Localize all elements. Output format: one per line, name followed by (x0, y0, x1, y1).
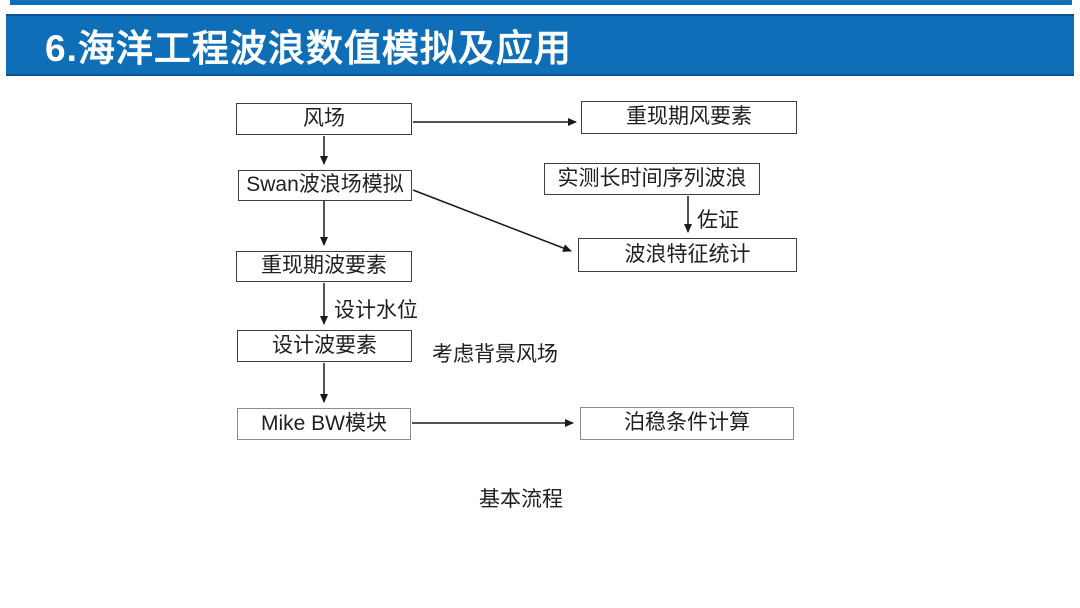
label-background-wind: 考虑背景风场 (432, 343, 558, 366)
flowchart-box-swan-wave-simulation: Swan波浪场模拟 (238, 170, 412, 201)
flowchart-box-measured-wave-series: 实测长时间序列波浪 (544, 163, 760, 195)
top-accent-line (10, 0, 1072, 5)
label-corroboration: 佐证 (697, 209, 739, 232)
flowchart-box-design-wave: 设计波要素 (237, 330, 412, 362)
arrow-swan-to-wavestats (412, 189, 572, 252)
flowchart-box-mike-bw-module: Mike BW模块 (237, 408, 411, 440)
diagram-caption: 基本流程 (479, 488, 563, 511)
slide-title: 6.海洋工程波浪数值模拟及应用 (45, 28, 572, 69)
slide-header: 6.海洋工程波浪数值模拟及应用 (6, 14, 1074, 76)
label-design-water-level: 设计水位 (334, 299, 418, 322)
flowchart-box-return-period-wind: 重现期风要素 (581, 101, 797, 134)
flowchart-box-mooring-stability: 泊稳条件计算 (580, 407, 794, 440)
flowchart-box-return-period-wave: 重现期波要素 (236, 251, 412, 282)
flowchart-box-wind-field: 风场 (236, 103, 412, 135)
flowchart-box-wave-statistics: 波浪特征统计 (578, 238, 797, 272)
